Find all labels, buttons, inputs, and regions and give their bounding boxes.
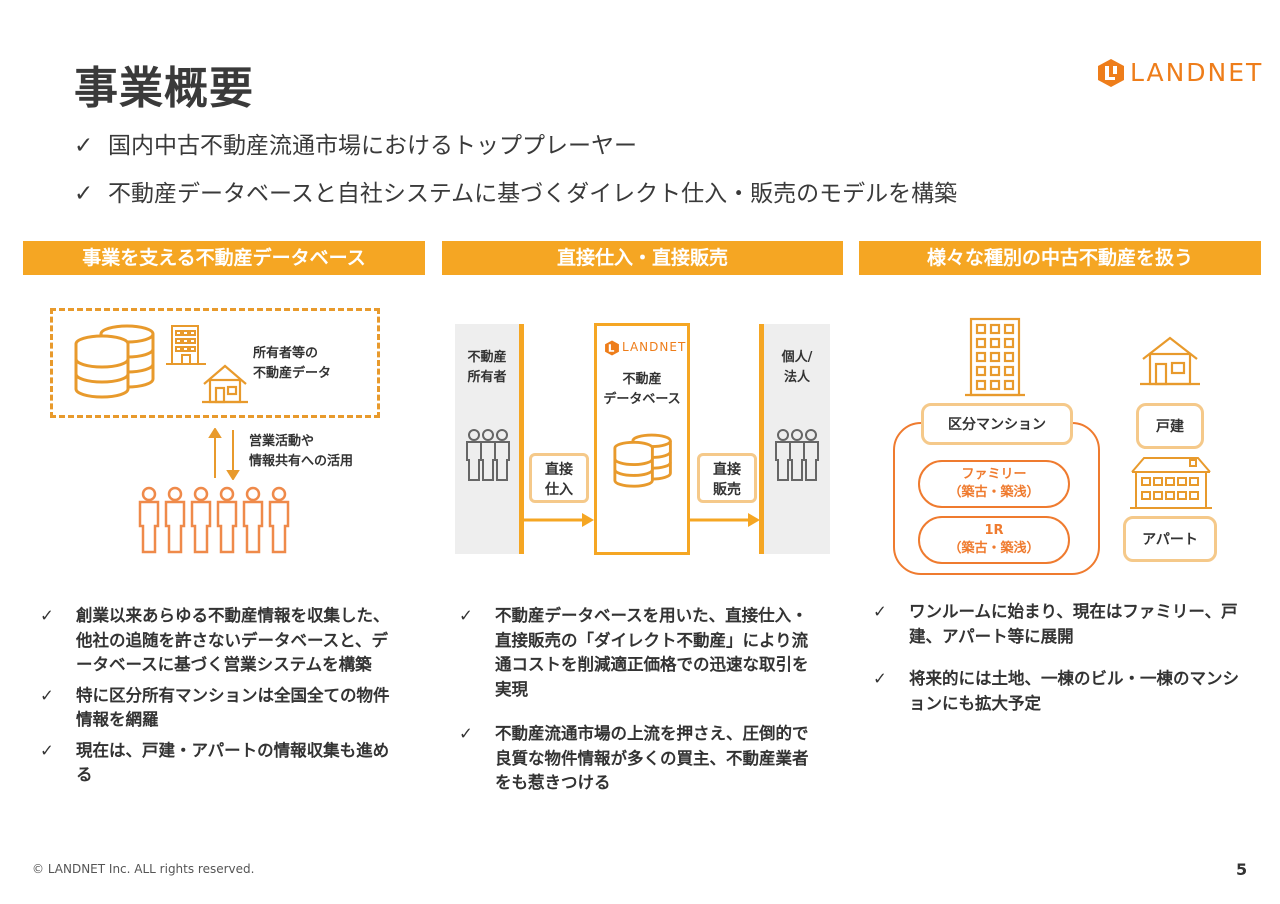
landnet-mini-logo-icon	[605, 340, 619, 356]
database-dashed-box	[50, 308, 380, 418]
landnet-database-box	[594, 323, 690, 555]
check-icon: ✓	[40, 740, 54, 760]
list-item: ✓ 不動産流通市場の上流を押さえ、圧倒的で良質な物件情報が多くの買主、不動産業者を…	[459, 722, 819, 796]
family-pill: ファミリー （築古・築浅）	[918, 460, 1070, 508]
database-points: ✓ 創業以来あらゆる不動産情報を収集した、他社の追随を許さないデータベースと、デー…	[40, 604, 400, 794]
check-icon: ✓	[459, 724, 473, 743]
page-title: 事業概要	[74, 63, 254, 114]
apartment-label: アパート	[1123, 516, 1217, 562]
list-item: ✓ ワンルームに始まり、現在はファミリー、戸建、アパート等に展開	[873, 600, 1253, 649]
list-item: ✓ 特に区分所有マンションは全国全ての物件情報を網羅	[40, 684, 400, 733]
check-icon: ✓	[74, 133, 94, 159]
direct-points: ✓ 不動産データベースを用いた、直接仕入・直接販売の「ダイレクト不動産」により流通…	[459, 604, 819, 802]
top-bullet-text: 不動産データベースと自社システムに基づくダイレクト仕入・販売のモデルを構築	[108, 181, 958, 207]
section-header-database: 事業を支える不動産データベース	[23, 241, 425, 275]
check-icon: ✓	[40, 685, 54, 705]
point-text: ワンルームに始まり、現在はファミリー、戸建、アパート等に展開	[909, 602, 1238, 646]
list-item: ✓ 現在は、戸建・アパートの情報収集も進める	[40, 739, 400, 788]
logo-text: LANDNET	[1130, 58, 1264, 87]
list-item: ✓ 不動産データベースを用いた、直接仕入・直接販売の「ダイレクト不動産」により流通…	[459, 604, 819, 702]
buyers-band-edge	[759, 324, 764, 554]
database-small-icon	[613, 433, 672, 488]
landnet-logo-icon	[1098, 59, 1124, 87]
bidirectional-arrows-icon	[208, 428, 240, 480]
point-text: 特に区分所有マンションは全国全ての物件情報を網羅	[76, 685, 390, 730]
top-bullet-1: ✓ 国内中古不動産流通市場におけるトッププレーヤー	[74, 126, 637, 160]
copyright-footer: © LANDNET Inc. ALL rights reserved.	[32, 862, 255, 876]
database-label: 不動産 データベース	[603, 372, 681, 407]
check-icon: ✓	[40, 606, 54, 625]
buyers-people-icon	[775, 429, 819, 481]
types-points: ✓ ワンルームに始まり、現在はファミリー、戸建、アパート等に展開 ✓ 将来的には土地…	[873, 600, 1253, 722]
point-text: 将来的には土地、一棟のビル・一棟のマンションにも拡大予定	[909, 669, 1239, 713]
sale-arrow-icon	[690, 513, 760, 527]
top-bullet-text: 国内中古不動産流通市場におけるトッププレーヤー	[108, 133, 637, 159]
condo-label: 区分マンション	[921, 403, 1073, 445]
top-bullet-2: ✓ 不動産データベースと自社システムに基づくダイレクト仕入・販売のモデルを構築	[74, 174, 957, 208]
owners-people-icon	[466, 429, 510, 481]
database-icon	[74, 324, 155, 399]
list-item: ✓ 創業以来あらゆる不動産情報を収集した、他社の追随を許さないデータベースと、デー…	[40, 604, 400, 678]
staff-group-icon	[138, 486, 290, 554]
check-icon: ✓	[873, 602, 887, 621]
check-icon: ✓	[74, 181, 94, 207]
point-text: 不動産データベースを用いた、直接仕入・直接販売の「ダイレクト不動産」により流通コ…	[495, 606, 809, 699]
owners-label: 不動産 所有者	[467, 350, 507, 385]
section-header-direct: 直接仕入・直接販売	[442, 241, 843, 275]
owner-data-label: 所有者等の 不動産データ	[253, 346, 332, 381]
check-icon: ✓	[459, 606, 473, 625]
check-icon: ✓	[873, 669, 887, 688]
apartment-icon	[1130, 457, 1212, 509]
usage-label: 営業活動や 情報共有への活用	[249, 434, 354, 469]
owners-band-edge	[519, 324, 524, 554]
page-number: 5	[1236, 860, 1248, 879]
house-label: 戸建	[1136, 403, 1204, 449]
direct-purchase-label: 直接 仕入	[529, 453, 589, 503]
section-header-types: 様々な種別の中古不動産を扱う	[859, 241, 1261, 275]
direct-sale-label: 直接 販売	[697, 453, 757, 503]
building-icon	[166, 325, 206, 365]
detached-house-icon	[1140, 336, 1200, 386]
landnet-mini-logo-text: LANDNET	[622, 340, 687, 354]
point-text: 不動産流通市場の上流を押さえ、圧倒的で良質な物件情報が多くの買主、不動産業者をも…	[495, 724, 809, 792]
list-item: ✓ 将来的には土地、一棟のビル・一棟のマンションにも拡大予定	[873, 667, 1253, 716]
buyers-label: 個人/ 法人	[781, 350, 813, 385]
point-text: 創業以来あらゆる不動産情報を収集した、他社の追随を許さないデータベースと、データ…	[76, 606, 390, 674]
one-room-pill: 1R （築古・築浅）	[918, 516, 1070, 564]
point-text: 現在は、戸建・アパートの情報収集も進める	[76, 740, 390, 785]
condo-building-icon	[965, 317, 1025, 397]
house-icon	[202, 364, 248, 404]
purchase-arrow-icon	[524, 513, 594, 527]
landnet-logo: LANDNET	[1096, 58, 1261, 88]
